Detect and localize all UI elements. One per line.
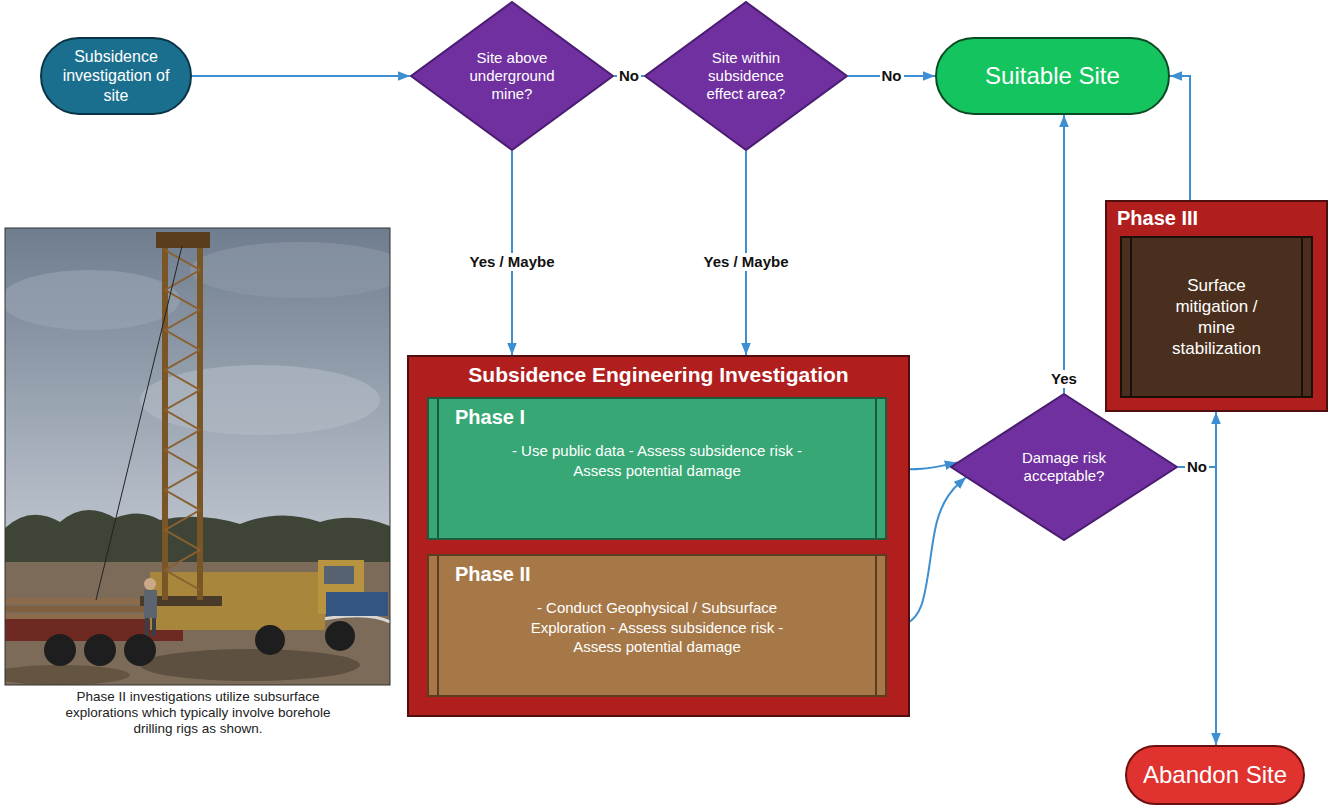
wheel <box>255 625 285 655</box>
flow-connector <box>1170 76 1190 200</box>
diamond-shape <box>951 394 1177 540</box>
flow-connector <box>1063 115 1065 393</box>
process-side-bar <box>437 556 439 695</box>
phase-tasks: - Conduct Geophysical / Subsurface Explo… <box>507 598 807 657</box>
flow-connector <box>1178 467 1216 745</box>
start-terminal: Subsidence investigation of site <box>40 37 192 115</box>
decision-diamond: Damage risk acceptable? <box>950 393 1178 541</box>
decision-diamond: Site within subsidence effect area? <box>644 1 848 151</box>
phase-heading: Phase II <box>455 562 531 586</box>
end-terminal: Abandon Site <box>1125 745 1305 805</box>
photo-caption: Phase II investigations utilize subsurfa… <box>62 689 334 738</box>
worker-head <box>144 578 156 590</box>
mast-lattice <box>165 250 200 590</box>
process-side-bar <box>875 399 877 538</box>
phase-group: Phase III Surface mitigation / mine stabi… <box>1105 200 1328 412</box>
mast-rail <box>197 236 203 600</box>
wheel <box>325 621 355 651</box>
diamond-shape <box>645 2 847 150</box>
process-label: Surface mitigation / mine stabilization <box>1157 275 1277 360</box>
blue-tarp <box>326 592 388 616</box>
process-side-bar <box>1301 238 1303 396</box>
group-heading: Subsidence Engineering Investigation <box>468 362 848 387</box>
truck-window <box>324 566 354 584</box>
edge-label: Yes <box>1049 370 1079 388</box>
end-terminal: Suitable Site <box>935 37 1170 115</box>
mast-crown <box>156 232 210 248</box>
rig-cable <box>96 246 182 600</box>
diamond-shape <box>411 2 613 150</box>
worker-body <box>144 590 157 618</box>
phase-heading: Phase I <box>455 405 525 429</box>
cloud <box>5 270 180 330</box>
phase-box: Phase II - Conduct Geophysical / Subsurfa… <box>427 554 887 697</box>
process-side-bar <box>875 556 877 695</box>
mitigation-box: Surface mitigation / mine stabilization <box>1120 236 1313 398</box>
cloud <box>190 242 390 298</box>
process-side-bar <box>437 399 439 538</box>
worker-leg <box>145 618 149 636</box>
phase-box: Phase I - Use public data - Assess subsid… <box>427 397 887 540</box>
edge-label: No <box>1185 458 1209 476</box>
edge-label: Yes / Maybe <box>701 253 790 271</box>
edge-label: No <box>617 67 641 85</box>
wheel <box>44 634 76 666</box>
wheel <box>84 634 116 666</box>
worker-leg <box>152 618 156 636</box>
wheel <box>124 634 156 666</box>
photo-content <box>5 228 390 685</box>
phase-tasks: - Use public data - Assess subsidence ri… <box>507 441 807 480</box>
edge-label: Yes / Maybe <box>467 253 556 271</box>
terminal-label: Subsidence investigation of site <box>49 47 184 105</box>
process-side-bar <box>1130 238 1132 396</box>
terminal-label: Suitable Site <box>985 62 1120 91</box>
phase-heading: Phase III <box>1117 206 1198 230</box>
mud-patch <box>5 665 130 685</box>
decision-label: Damage risk acceptable? <box>1007 449 1122 485</box>
flow-connector <box>192 75 410 77</box>
decision-label: Site within subsidence effect area? <box>694 49 799 103</box>
terminal-label: Abandon Site <box>1143 761 1287 790</box>
mud-patch <box>140 649 360 681</box>
decision-label: Site above underground mine? <box>460 49 565 103</box>
investigation-group: Subsidence Engineering InvestigationPhas… <box>407 355 910 717</box>
photo-frame <box>5 228 390 685</box>
decision-diamond: Site above underground mine? <box>410 1 614 151</box>
edge-label: No <box>880 67 904 85</box>
